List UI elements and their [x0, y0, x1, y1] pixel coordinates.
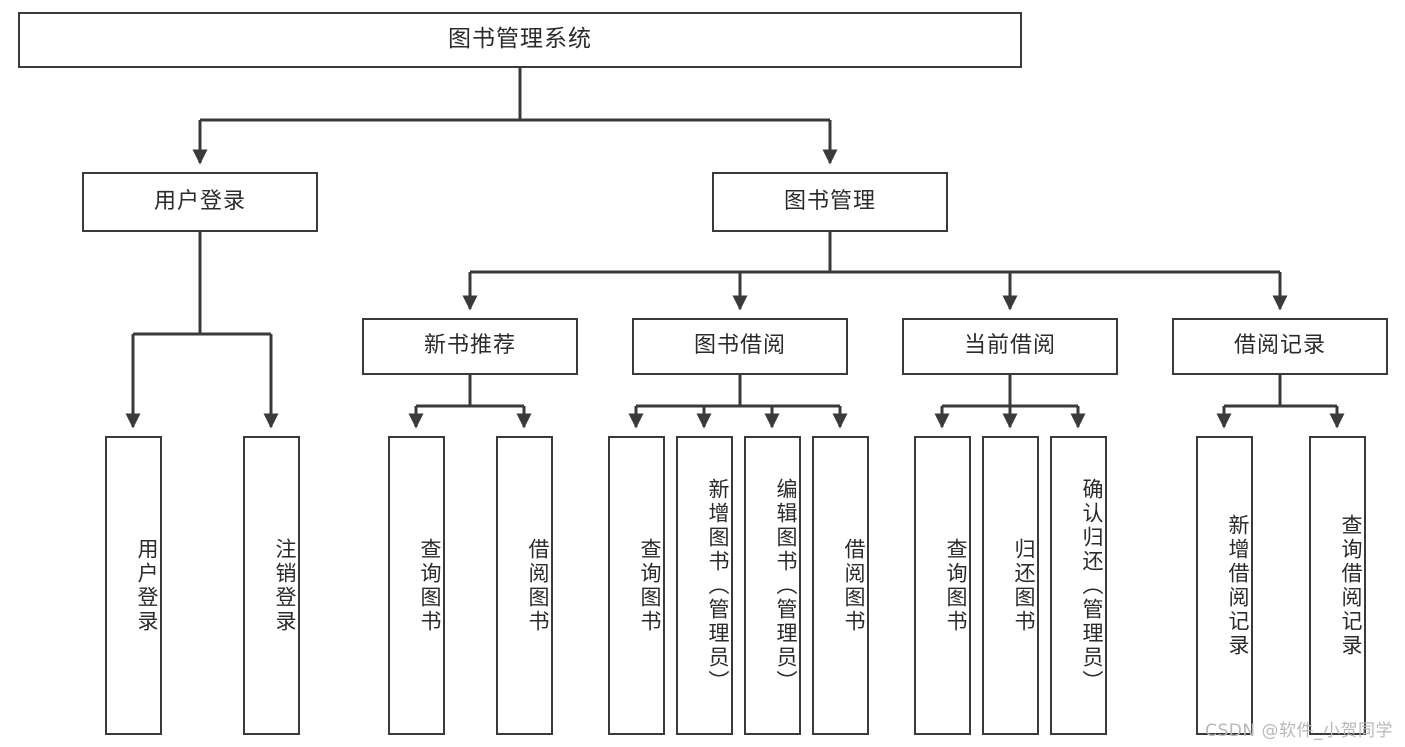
leaf-book-borrow-add-book-admin[interactable]: 新增图书（管理员） [676, 436, 733, 735]
leaf-current-borrow-return-book[interactable]: 归还图书 [982, 436, 1039, 735]
node-new-book-recommendation[interactable]: 新书推荐 [362, 318, 578, 375]
leaf-new-book-query-book[interactable]: 查询图书 [388, 436, 445, 735]
leaf-user-login-logout[interactable]: 注销登录 [243, 436, 300, 735]
node-book-management[interactable]: 图书管理 [712, 172, 948, 232]
leaf-borrow-record-add-record[interactable]: 新增借阅记录 [1196, 436, 1253, 735]
node-root-book-management-system[interactable]: 图书管理系统 [18, 12, 1022, 68]
csdn-watermark: CSDN @软件_小贺同学 [1205, 721, 1393, 741]
leaf-borrow-record-query-record[interactable]: 查询借阅记录 [1309, 436, 1366, 735]
leaf-book-borrow-borrow-book[interactable]: 借阅图书 [812, 436, 869, 735]
leaf-current-borrow-confirm-return-admin[interactable]: 确认归还（管理员） [1050, 436, 1107, 735]
node-book-borrow[interactable]: 图书借阅 [632, 318, 848, 375]
leaf-book-borrow-edit-book-admin[interactable]: 编辑图书（管理员） [744, 436, 801, 735]
leaf-user-login-login[interactable]: 用户登录 [105, 436, 162, 735]
node-borrow-record[interactable]: 借阅记录 [1172, 318, 1388, 375]
leaf-current-borrow-query-book[interactable]: 查询图书 [914, 436, 971, 735]
leaf-new-book-borrow-book[interactable]: 借阅图书 [496, 436, 553, 735]
node-current-borrow[interactable]: 当前借阅 [902, 318, 1118, 375]
leaf-book-borrow-query-book[interactable]: 查询图书 [608, 436, 665, 735]
node-user-login[interactable]: 用户登录 [82, 172, 318, 232]
